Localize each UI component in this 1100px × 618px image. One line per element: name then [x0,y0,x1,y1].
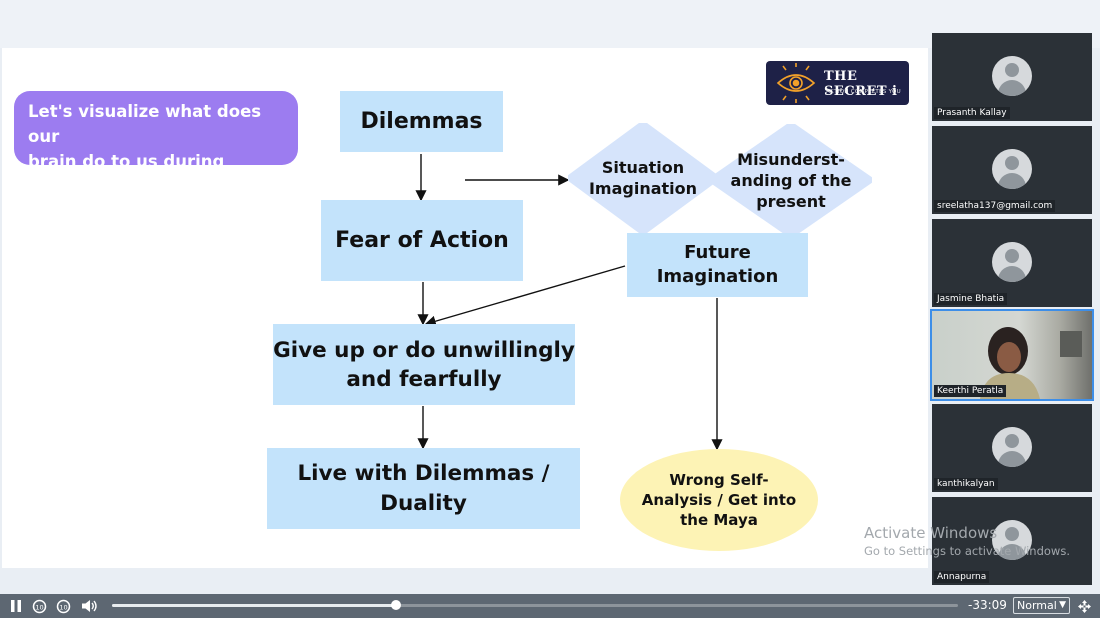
live-with-line-1: Live with Dilemmas / [297,460,550,486]
playback-speed-value: Normal [1017,599,1057,612]
wrong-line-2: Analysis / Get into [641,491,797,509]
live-with-line-2: Duality [380,490,467,516]
participant-name: kanthikalyan [934,478,998,490]
avatar-icon [992,520,1032,560]
logo-name: THE SECRET i [824,69,898,99]
fullscreen-icon[interactable] [1076,598,1092,614]
volume-icon[interactable] [80,598,98,614]
participant-name: Jasmine Bhatia [934,293,1008,305]
timeline-handle[interactable] [391,600,402,610]
participant-name: Prasanth Kallay [934,107,1010,119]
dilemmas-label: Dilemmas [360,109,483,134]
diamond-shape [568,123,718,233]
misunderstanding-diamond: Misunderst- anding of the present [710,124,872,236]
presentation-slide: Let's visualize what does our brain do t… [2,48,928,568]
time-remaining: -33:09 [968,598,1007,612]
future-line-1: Future [684,242,751,263]
participant-tile[interactable]: Jasmine Bhatia [932,219,1092,307]
avatar-icon [992,149,1032,189]
activate-windows-watermark: Activate Windows Go to Settings to activ… [864,524,1070,558]
chevron-down-icon: ▼ [1059,600,1066,610]
video-timeline[interactable] [112,600,958,610]
misunderstanding-line-2: anding of the [730,170,852,190]
participant-tile[interactable]: Annapurna [932,497,1092,585]
svg-text:10: 10 [59,603,67,611]
intro-callout: Let's visualize what does our brain do t… [14,91,298,196]
logo-tagline: ACTION COMPLETES YOU [826,89,901,95]
live-with-dilemmas-box: Live with Dilemmas / Duality [267,448,580,529]
participant-name: Annapurna [934,571,990,583]
fear-of-action-box: Fear of Action [321,200,523,281]
situation-imagination-label: Situation Imagination [568,123,718,233]
misunderstanding-line-3: present [756,191,826,211]
callout-line-2: brain do to us during dilemma [28,152,225,196]
situation-line-2: Imagination [588,179,698,198]
misunderstanding-line-1: Misunderst- [737,149,845,169]
give-up-box: Give up or do unwillingly and fearfully [273,324,575,405]
avatar-icon [992,242,1032,282]
secret-i-logo: THE SECRET i ACTION COMPLETES YOU [766,61,909,105]
watermark-title: Activate Windows [864,524,998,542]
give-up-line-2: and fearfully [346,366,502,392]
dilemmas-box: Dilemmas [340,91,503,152]
misunderstanding-label: Misunderst- anding of the present [710,124,872,236]
participant-name: Keerthi Peratla [934,385,1007,397]
eye-logo-icon [776,63,816,103]
fear-of-action-label: Fear of Action [335,228,509,253]
avatar-icon [992,56,1032,96]
give-up-line-1: Give up or do unwillingly [273,337,575,363]
timeline-progress [112,604,397,607]
arrow-future-to-giveup [424,265,626,327]
watermark-subtitle: Go to Settings to activate Windows. [864,544,1070,558]
wrong-line-3: the Maya [680,511,758,529]
playback-speed-select[interactable]: Normal ▼ [1013,597,1070,614]
future-line-2: Imagination [656,266,779,287]
participant-name: sreelatha137@gmail.com [934,200,1056,212]
situation-line-1: Situation [601,158,685,177]
forward-10-icon[interactable]: 10 [55,598,71,614]
avatar-icon [992,427,1032,467]
future-imagination-box: Future Imagination [627,233,808,297]
pause-icon[interactable] [8,598,24,614]
wrong-self-analysis-ellipse: Wrong Self- Analysis / Get into the Maya [620,449,818,551]
callout-line-1: Let's visualize what does our [28,102,262,146]
svg-text:10: 10 [35,603,43,611]
participant-tile[interactable]: sreelatha137@gmail.com [932,126,1092,214]
participant-tile[interactable]: kanthikalyan [932,404,1092,492]
wrong-line-1: Wrong Self- [669,471,769,489]
top-bar [0,0,1100,48]
rewind-10-icon[interactable]: 10 [31,598,47,614]
participant-tile-active-speaker[interactable]: Keerthi Peratla [930,309,1094,401]
situation-imagination-diamond: Situation Imagination [568,123,718,233]
flow-arrows [415,154,723,451]
participant-tile[interactable]: Prasanth Kallay [932,33,1092,121]
